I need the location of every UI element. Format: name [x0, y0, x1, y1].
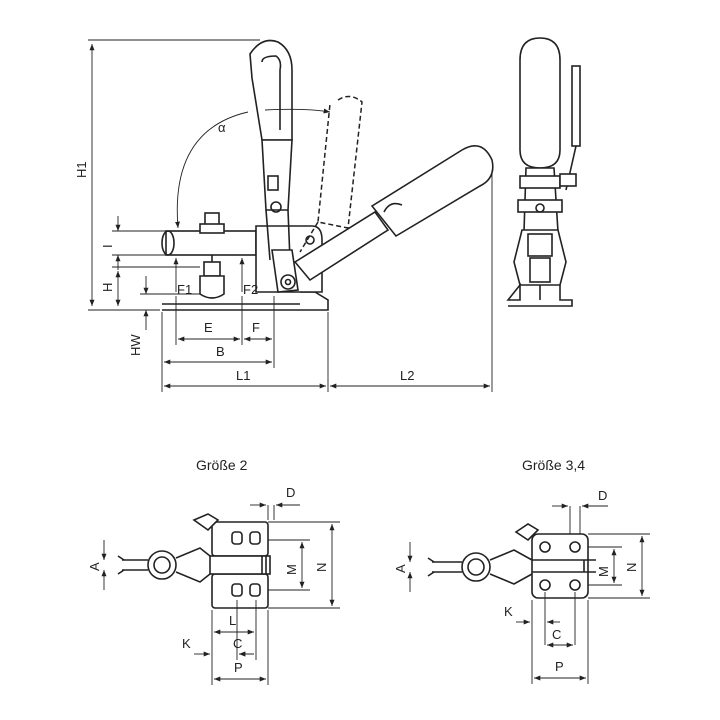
force-F2: F2: [243, 282, 258, 297]
handle-dashed-position: [317, 95, 363, 229]
dim-H1: H1: [74, 161, 89, 178]
size34-dim-C: C: [552, 627, 561, 642]
size2-dim-M: M: [284, 564, 299, 575]
base-size2-view: Größe 2 A D M N: [87, 457, 340, 685]
side-view: α H1 I H HW F1 F2 E: [74, 39, 494, 392]
title-size34: Größe 3,4: [522, 457, 585, 473]
size34-dim-D: D: [598, 488, 607, 503]
size34-dim-M: M: [596, 566, 611, 577]
dim-L1: L1: [236, 368, 250, 383]
dim-I: I: [100, 244, 115, 248]
dim-E: E: [204, 320, 213, 335]
size2-dim-N: N: [314, 563, 329, 572]
dim-H: H: [100, 283, 115, 292]
size34-dim-A: A: [393, 564, 408, 573]
size2-dim-A: A: [87, 562, 102, 571]
handle-grip-upright: [249, 39, 293, 141]
handle-arm: [261, 139, 293, 211]
title-size2: Größe 2: [196, 457, 248, 473]
dim-B: B: [216, 344, 225, 359]
size2-handle-head: [147, 550, 177, 580]
base-size34-view: Größe 3,4 A D M N: [393, 457, 650, 684]
size2-dim-D: D: [286, 485, 295, 500]
dim-L2: L2: [400, 368, 414, 383]
size2-dim-K: K: [182, 636, 191, 651]
pressure-pad: [199, 275, 225, 299]
dim-F: F: [252, 320, 260, 335]
size2-dim-C: C: [233, 636, 242, 651]
clamp-bar: [165, 230, 257, 256]
handle-rod-open: [293, 210, 390, 282]
angle-label: α: [218, 120, 226, 135]
size34-dim-N: N: [624, 563, 639, 572]
size2-dim-L: L: [229, 613, 236, 628]
front-handle-grip: [519, 37, 561, 169]
size34-plate: [531, 533, 589, 599]
size34-dim-P: P: [555, 659, 564, 674]
size34-handle-head: [461, 552, 491, 582]
front-lever-rod: [571, 65, 581, 147]
front-view: [506, 37, 581, 307]
size2-dim-P: P: [234, 660, 243, 675]
handle-grip-open: [370, 144, 494, 238]
size34-dim-K: K: [504, 604, 513, 619]
dim-HW: HW: [128, 334, 143, 356]
force-F1: F1: [177, 282, 192, 297]
